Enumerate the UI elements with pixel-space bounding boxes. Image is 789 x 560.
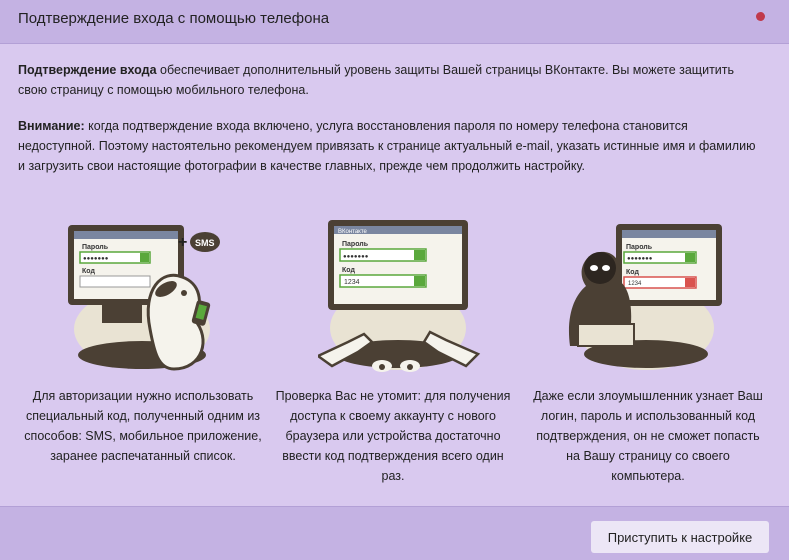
illustration-intruder: Пароль ●●●●●●● Код 1234 — [560, 216, 730, 376]
screen-code-value: 1234 — [628, 281, 642, 287]
screen-password-label: Пароль — [626, 244, 653, 251]
feature-caption-sms: Для авторизации нужно использовать специ… — [24, 389, 262, 463]
start-setup-button[interactable]: Приступить к настройке — [591, 521, 769, 553]
sms-icon: SMS — [195, 238, 215, 248]
screen-brand: ВКонтакте — [338, 229, 368, 235]
close-icon[interactable] — [756, 12, 765, 21]
intro-text: обеспечивает дополнительный уровень защи… — [18, 63, 735, 97]
feature-caption-once: Проверка Вас не утомит: для получения до… — [275, 389, 511, 483]
screen-password-label: Пароль — [342, 241, 369, 248]
screen-code-label: Код — [342, 267, 355, 274]
screen-code-label: Код — [82, 268, 95, 275]
warning-bold: Внимание: — [18, 119, 85, 133]
screen-password-label: Пароль — [82, 244, 109, 251]
illustration-dog-sms: Пароль ●●●●●●● Код + SMS — [62, 219, 232, 379]
screen-password-value: ●●●●●●● — [627, 256, 653, 262]
warning-paragraph: Внимание: когда подтверждение входа вклю… — [18, 116, 758, 176]
dialog-header: Подтверждение входа с помощью телефона — [0, 0, 789, 44]
screen-code-label: Код — [626, 269, 639, 276]
screen-code-value: 1234 — [344, 279, 360, 286]
warning-text: когда подтверждение входа включено, услу… — [18, 119, 756, 173]
dialog-body: Подтверждение входа обеспечивает дополни… — [0, 44, 789, 506]
dialog-title: Подтверждение входа с помощью телефона — [18, 10, 330, 27]
dialog-footer: Приступить к настройке — [0, 506, 789, 560]
screen-password-value: ●●●●●●● — [83, 256, 109, 262]
feature-caption-intruder: Даже если злоумышленник узнает Ваш логин… — [533, 389, 763, 483]
illustration-hands-keyboard: ВКонтакте Пароль ●●●●●●● Код 1234 — [318, 216, 488, 376]
plus-icon: + — [178, 234, 187, 251]
intro-paragraph: Подтверждение входа обеспечивает дополни… — [18, 60, 758, 100]
screen-password-value: ●●●●●●● — [343, 254, 369, 260]
intro-bold: Подтверждение входа — [18, 63, 157, 77]
